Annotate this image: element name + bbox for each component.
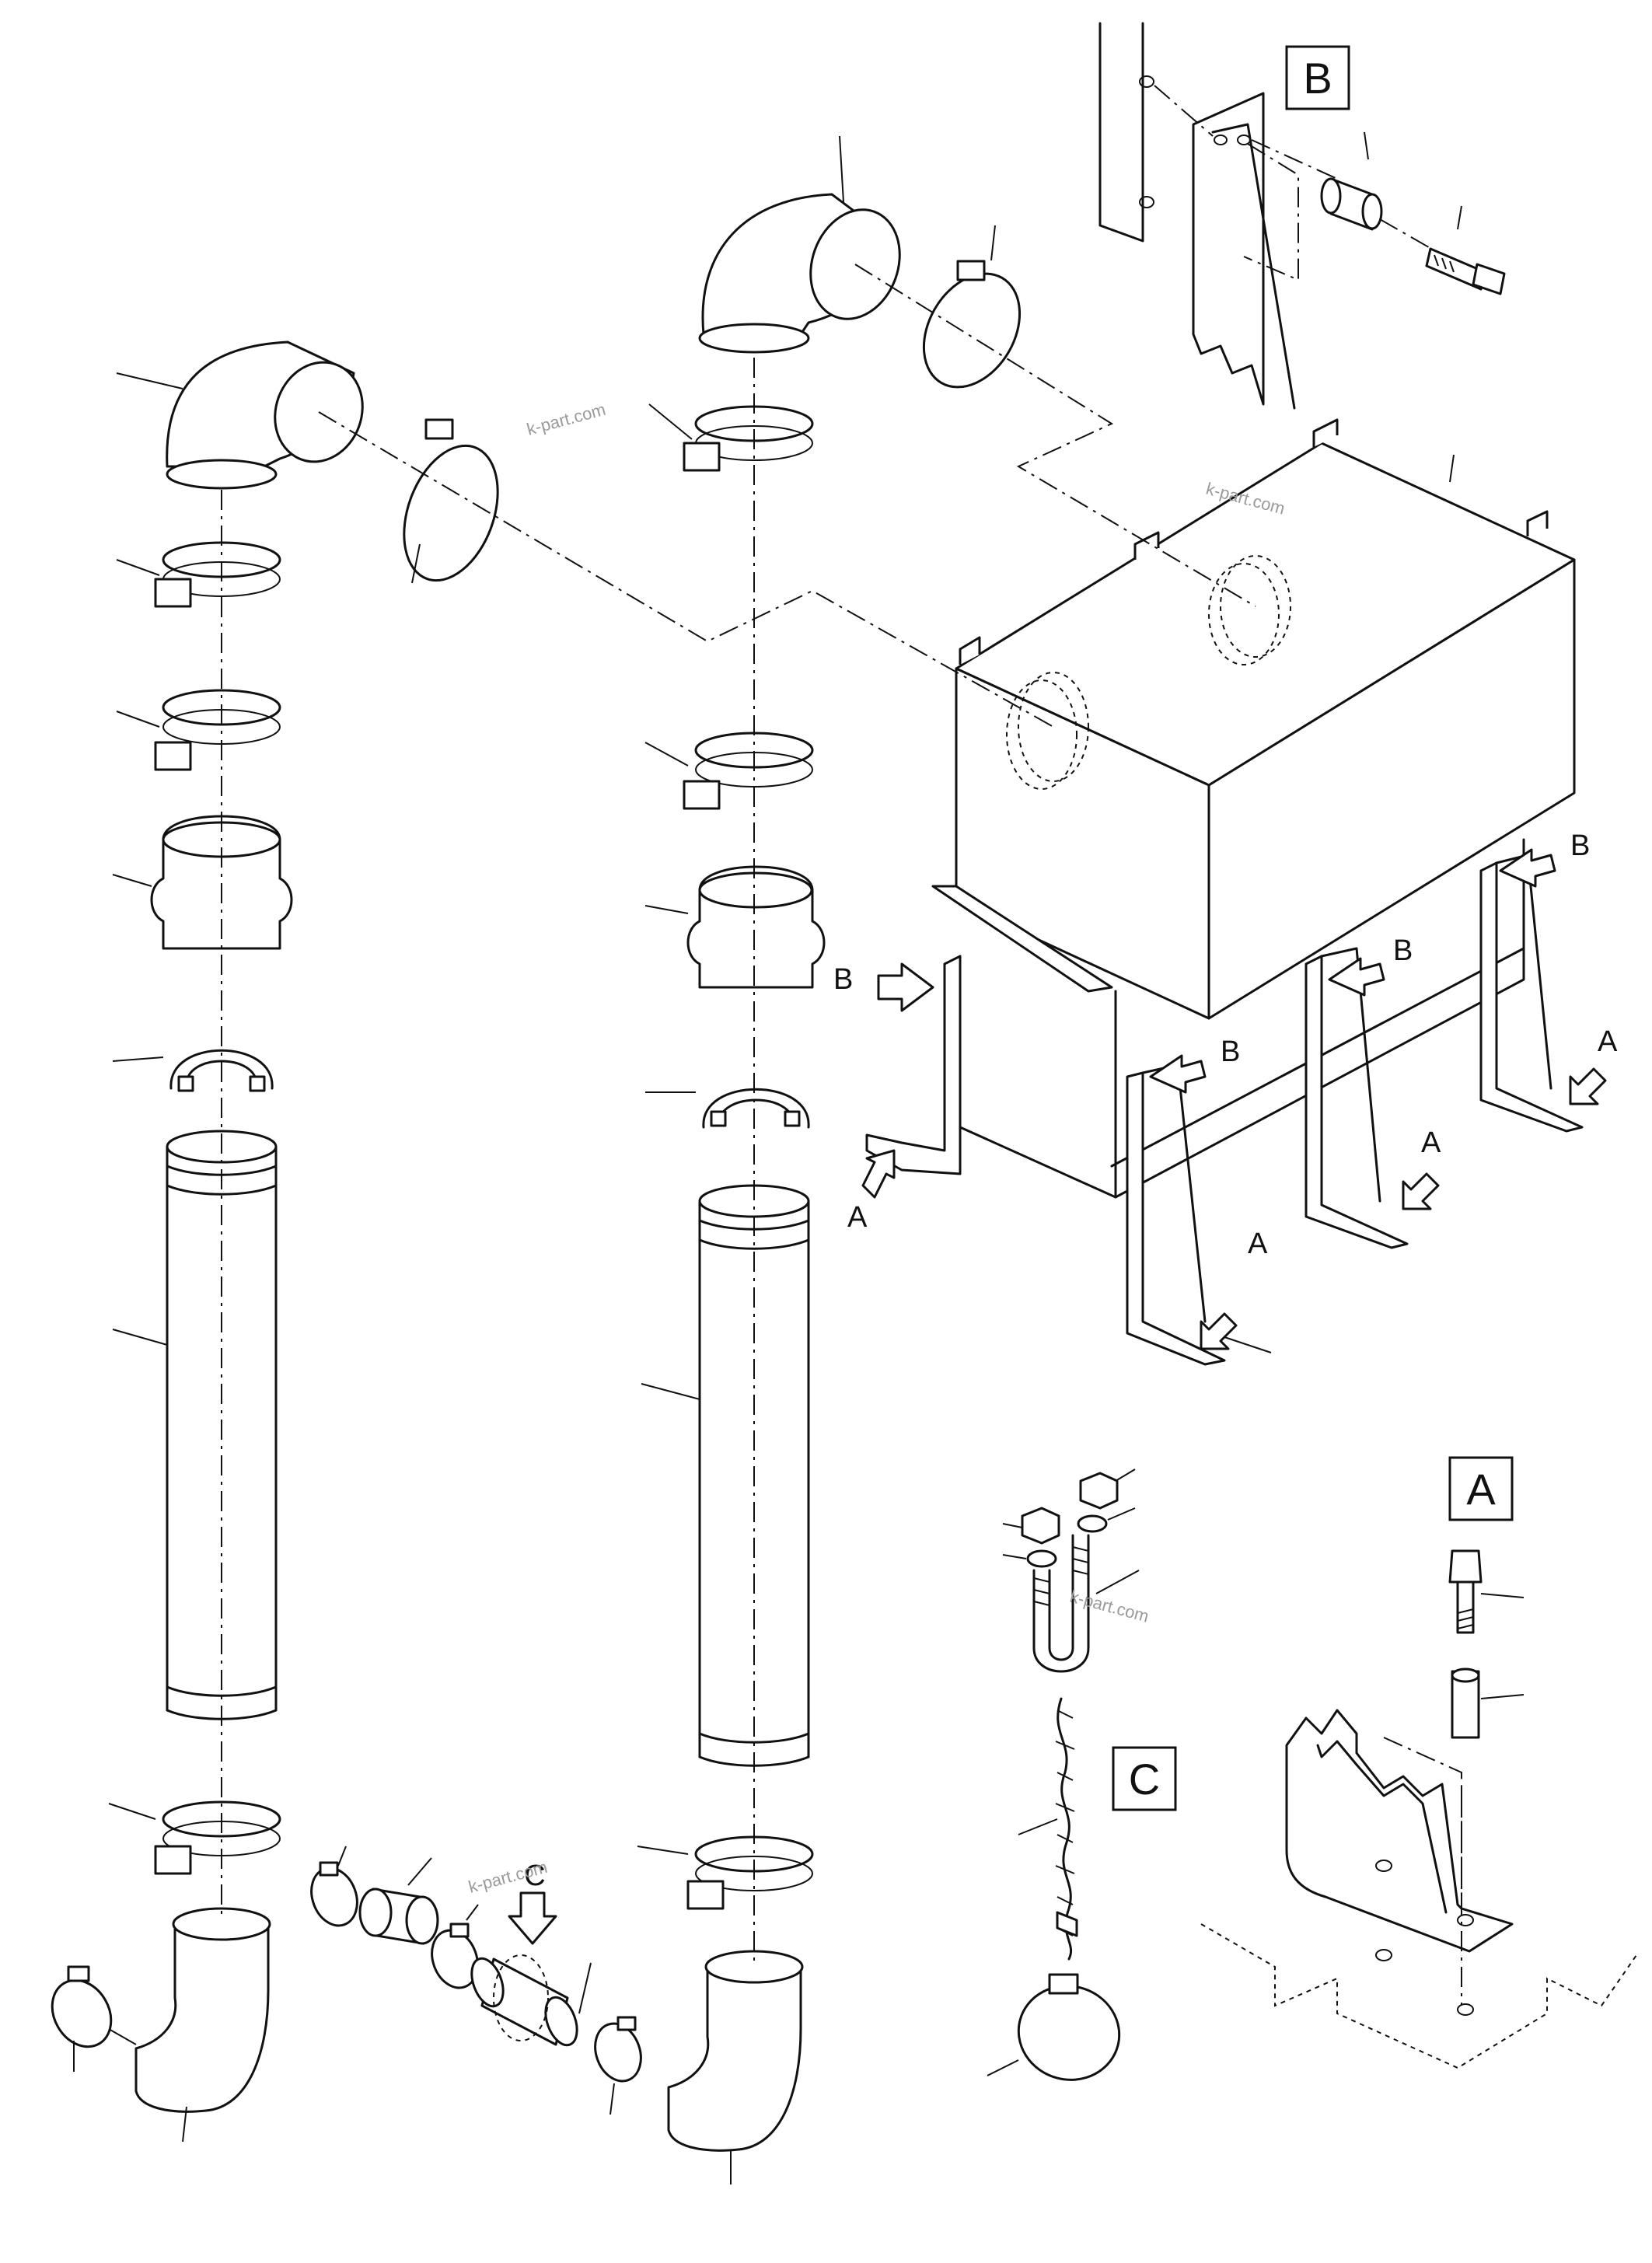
view-callout-a-3: A: [1421, 1126, 1441, 1159]
detail-a-box: [1448, 1456, 1514, 1521]
detail-c-label: C: [1129, 1755, 1160, 1804]
pipe-joint-assembly-c: [310, 1846, 642, 2115]
view-callout-a-4: A: [1598, 1025, 1618, 1058]
view-callout-a-1: A: [847, 1201, 868, 1234]
view-callout-a-2: A: [1248, 1228, 1268, 1260]
assembly-centerlines: [221, 264, 1256, 1963]
detail-c-chain-hanger: [987, 1469, 1140, 2081]
detail-a-label: A: [1466, 1465, 1496, 1514]
view-callout-b-3: B: [1393, 934, 1413, 967]
detail-b-box: [1285, 45, 1350, 110]
detail-c-box: [1112, 1746, 1177, 1811]
detail-b-label: B: [1303, 54, 1332, 103]
muffler-box-assembly: [861, 418, 1607, 1366]
view-callout-b-4: B: [1570, 829, 1590, 862]
middle-exhaust-pipe-stack: [637, 135, 1022, 2184]
view-callout-c: C: [524, 1860, 545, 1892]
left-exhaust-pipe-stack: [51, 340, 499, 2143]
detail-a-foot-bracket: [1200, 1549, 1637, 2069]
watermark-3: k-part.com: [1068, 1587, 1151, 1626]
detail-b-bracket-assembly: [1098, 22, 1506, 410]
view-callout-b-1: B: [833, 963, 853, 996]
view-callout-b-2: B: [1221, 1035, 1240, 1068]
watermark-1: k-part.com: [525, 400, 608, 439]
